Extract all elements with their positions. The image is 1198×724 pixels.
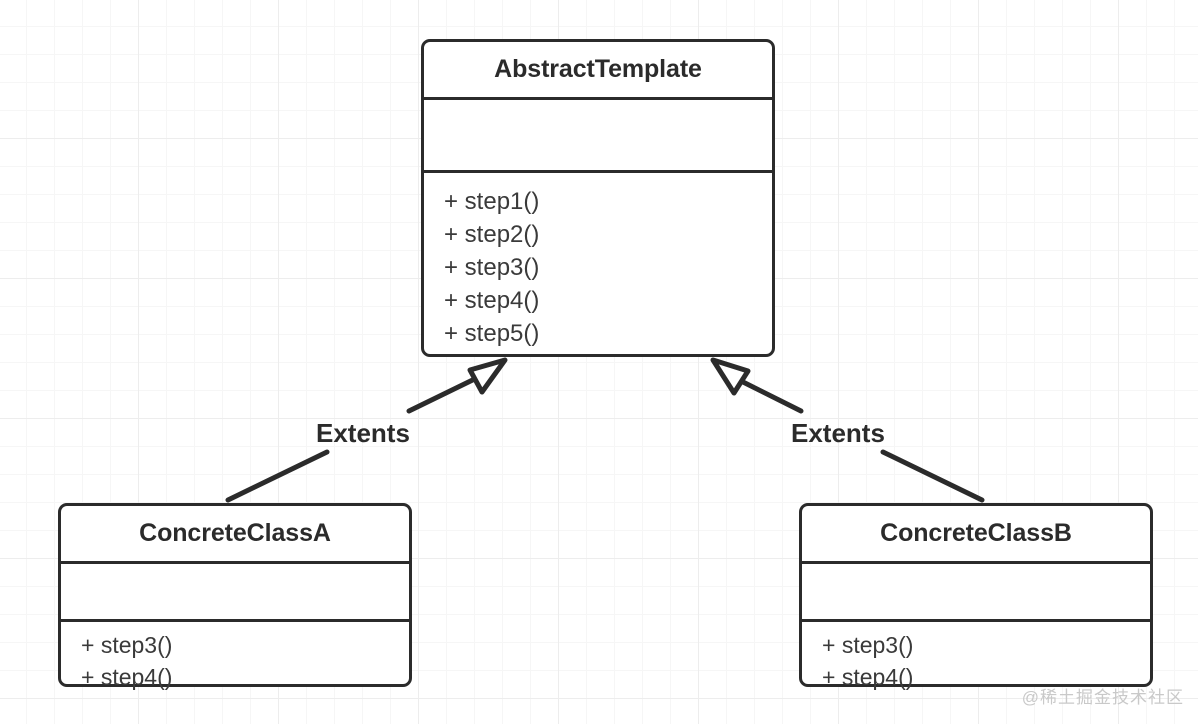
relationship-label-right: Extents xyxy=(791,418,885,448)
attributes-compartment-concrete-class-b xyxy=(802,561,1150,619)
operations-compartment-concrete-class-b: + step3() + step4() xyxy=(802,619,1150,693)
generalization-left-lower-segment xyxy=(225,449,330,503)
class-name-abstract-template: AbstractTemplate xyxy=(494,55,702,83)
uml-class-concrete-class-b[interactable]: ConcreteClassB + step3() + step4() xyxy=(799,503,1153,690)
generalization-right-lower-segment xyxy=(880,449,985,503)
uml-class-abstract-template[interactable]: AbstractTemplate + step1() + step2() + s… xyxy=(421,39,775,357)
class-name-concrete-class-a: ConcreteClassA xyxy=(139,519,331,547)
generalization-right xyxy=(710,357,985,503)
class-name-concrete-class-b: ConcreteClassB xyxy=(880,519,1072,547)
generalization-left-arrowhead xyxy=(467,357,508,395)
operation-row: + step3() xyxy=(822,632,914,658)
operations-compartment-concrete-class-a: + step3() + step4() xyxy=(61,619,409,693)
operation-row: + step3() xyxy=(444,254,540,281)
uml-class-concrete-class-a[interactable]: ConcreteClassA + step3() + step4() xyxy=(58,503,412,690)
operations-compartment-abstract-template: + step1() + step2() + step3() + step4() … xyxy=(424,170,772,354)
operation-row: + step2() xyxy=(444,221,540,248)
attributes-compartment-abstract-template xyxy=(424,97,772,170)
relationship-label-left: Extents xyxy=(316,418,410,448)
attributes-compartment-concrete-class-a xyxy=(61,561,409,619)
generalization-right-arrowhead xyxy=(710,357,751,396)
operation-row: + step4() xyxy=(822,664,914,690)
operation-row: + step5() xyxy=(444,320,540,347)
watermark: @稀土掘金技术社区 xyxy=(1021,688,1184,707)
operation-row: + step4() xyxy=(81,664,173,690)
operation-row: + step3() xyxy=(81,632,173,658)
operation-row: + step4() xyxy=(444,287,540,314)
operation-row: + step1() xyxy=(444,188,540,215)
generalization-left xyxy=(225,357,508,503)
